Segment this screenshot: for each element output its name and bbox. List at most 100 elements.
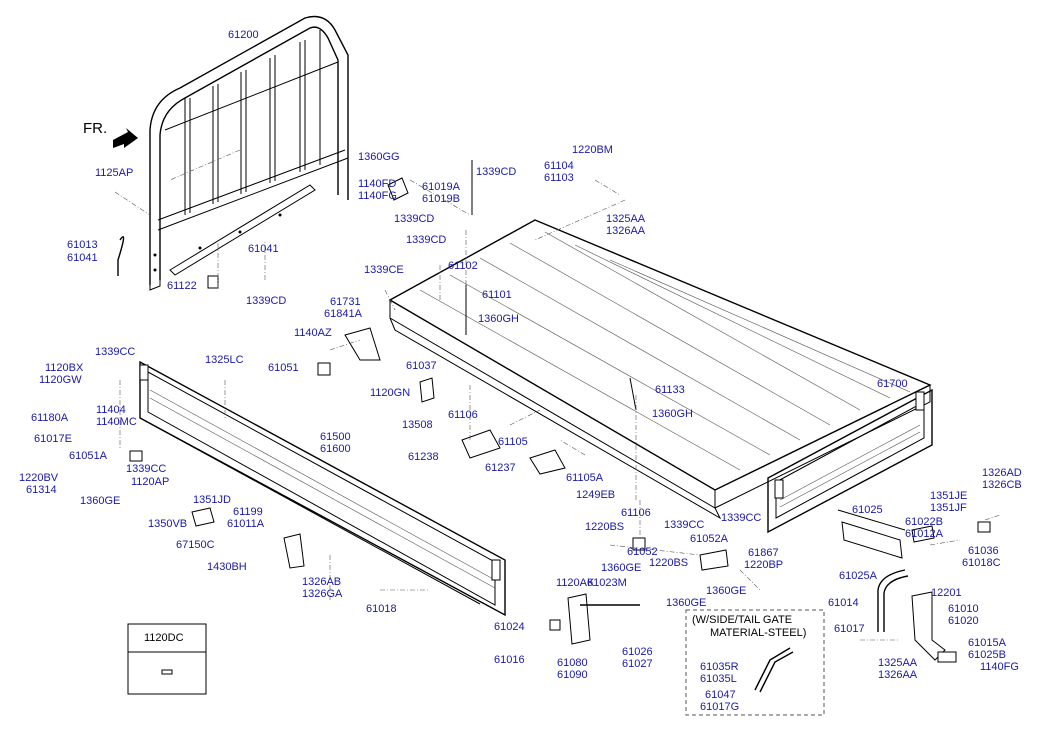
label-1339ce: 1339CE (364, 264, 404, 276)
label-1326ad: 1326AD (982, 467, 1022, 479)
inset-note-line1: (W/SIDE/TAIL GATE (692, 614, 792, 626)
label-1326cb: 1326CB (982, 479, 1022, 491)
label-1360ge-c: 1360GE (706, 585, 746, 597)
label-61047: 61047 (705, 689, 736, 701)
label-61036: 61036 (968, 545, 999, 557)
label-61026: 61026 (622, 646, 653, 658)
label-61090: 61090 (557, 669, 588, 681)
label-61841a: 61841A (324, 308, 363, 320)
label-61041b: 61041 (248, 243, 279, 255)
label-61015a: 61015A (968, 637, 1007, 649)
label-1325aa-a: 1325AA (606, 213, 646, 225)
label-61052a: 61052A (690, 533, 729, 545)
front-arrow: FR. (83, 120, 138, 148)
label-61013: 61013 (67, 239, 98, 251)
label-61014: 61014 (828, 597, 859, 609)
label-1351jd: 1351JD (193, 494, 231, 506)
label-61041a: 61041 (67, 252, 98, 264)
label-61024: 61024 (494, 621, 525, 633)
fastener-box (127, 623, 207, 695)
label-1140az: 1140AZ (294, 327, 332, 339)
label-1220bs-a: 1220BS (585, 521, 624, 533)
label-61133: 61133 (655, 384, 685, 396)
label-61314: 61314 (26, 484, 57, 496)
label-1326aa-b: 1326AA (878, 669, 918, 681)
label-1339cc-a: 1339CC (95, 346, 135, 358)
label-1339cc-b: 1339CC (126, 463, 166, 475)
part-labels: 61200 1125AP 61013 61041 61041 61122 133… (19, 29, 1022, 713)
label-61080: 61080 (557, 657, 588, 669)
label-1325aa-b: 1325AA (878, 657, 918, 669)
label-1325lc: 1325LC (205, 354, 244, 366)
label-1360ge-b: 1360GE (601, 562, 641, 574)
label-1220bv: 1220BV (19, 472, 59, 484)
label-1351jf: 1351JF (930, 502, 967, 514)
label-61700: 61700 (877, 378, 908, 390)
label-61027: 61027 (622, 658, 653, 670)
label-61035l: 61035L (700, 673, 737, 685)
label-61731: 61731 (330, 296, 361, 308)
label-61010: 61010 (948, 603, 979, 615)
label-1120gw: 1120GW (39, 374, 82, 386)
label-61017: 61017 (834, 623, 865, 635)
label-61199: 61199 (233, 506, 263, 518)
label-1339cd-c: 1339CD (394, 213, 434, 225)
label-1140fg-b: 1140FG (980, 661, 1019, 673)
label-1326ga: 1326GA (302, 588, 343, 600)
label-1430bh: 1430BH (207, 561, 247, 573)
label-61025b: 61025B (968, 649, 1006, 661)
label-1339cc-d: 1339CC (721, 512, 761, 524)
label-61051a: 61051A (69, 450, 108, 462)
label-1360ge-d: 1360GE (666, 597, 706, 609)
label-61101: 61101 (482, 289, 512, 301)
label-61020: 61020 (948, 615, 979, 627)
label-1140fd: 1140FD (358, 178, 396, 190)
label-1249eb: 1249EB (576, 489, 615, 501)
label-1339cc-c: 1339CC (664, 519, 704, 531)
label-61025: 61025 (852, 504, 883, 516)
label-61106a: 61106 (448, 409, 478, 421)
label-61122: 61122 (167, 280, 197, 292)
label-1360gh-a: 1360GH (478, 313, 519, 325)
left-side-gate (139, 360, 506, 617)
label-61017g: 61017G (700, 701, 739, 713)
label-1326aa-a: 1326AA (606, 225, 646, 237)
headboard-61200 (149, 15, 349, 291)
label-61238: 61238 (408, 451, 439, 463)
label-1220bp: 1220BP (744, 559, 783, 571)
label-61019a: 61019A (422, 181, 461, 193)
label-61025a: 61025A (839, 570, 878, 582)
label-61012a: 61012A (905, 528, 944, 540)
label-1339cd-d: 1339CD (406, 234, 446, 246)
label-61237: 61237 (485, 462, 516, 474)
label-61103: 61103 (544, 172, 574, 184)
label-61500: 61500 (320, 431, 351, 443)
label-1120ak: 1120AK (556, 577, 595, 589)
label-61023m: 61023M (587, 577, 627, 589)
label-1360ge-a: 1360GE (80, 495, 120, 507)
label-61037: 61037 (406, 360, 437, 372)
label-12201: 12201 (931, 587, 962, 599)
label-1360gg: 1360GG (358, 151, 400, 163)
inset-note-line2: MATERIAL-STEEL) (710, 627, 806, 639)
label-61051: 61051 (268, 362, 299, 374)
label-1220bm: 1220BM (572, 144, 613, 156)
tail-gate (767, 388, 933, 534)
fr-label: FR. (83, 120, 107, 137)
label-1339cd-a: 1339CD (246, 295, 286, 307)
label-1140fg-a: 1140FG (358, 190, 397, 202)
label-1351je: 1351JE (930, 490, 967, 502)
label-1360gh-b: 1360GH (652, 408, 693, 420)
label-61052: 61052 (627, 546, 658, 558)
label-1125ap: 1125AP (95, 167, 133, 179)
label-61017e: 61017E (34, 433, 72, 445)
steel-gate-inset (685, 609, 825, 716)
label-61200: 61200 (228, 29, 259, 41)
label-1339cd-b: 1339CD (476, 166, 516, 178)
label-61867: 61867 (748, 547, 779, 559)
hardware-parts (117, 160, 991, 663)
label-1220bs-b: 1220BS (649, 557, 688, 569)
label-13508: 13508 (402, 419, 433, 431)
